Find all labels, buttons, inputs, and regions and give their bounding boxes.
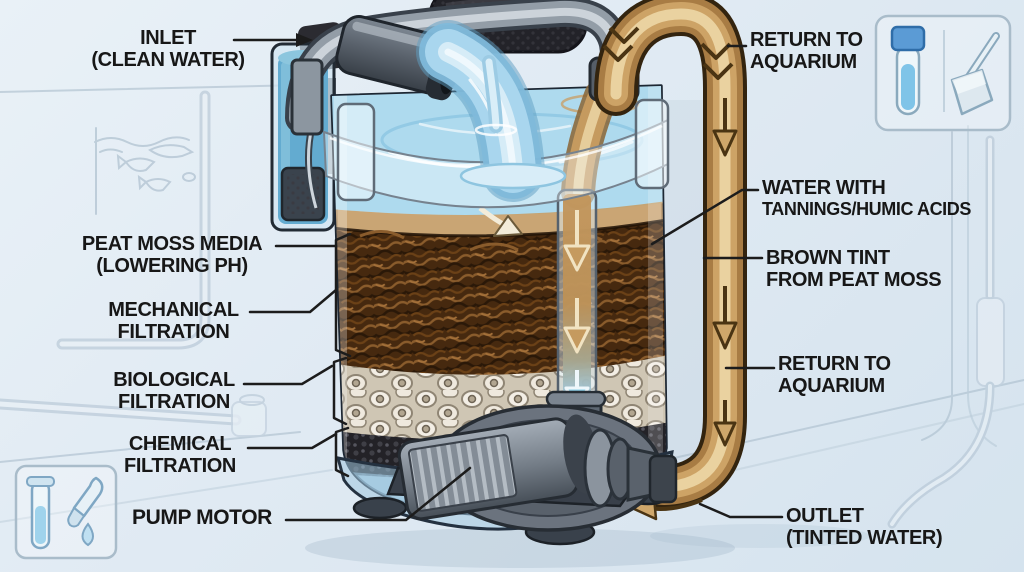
label-chemical: CHEMICAL FILTRATION <box>124 433 236 477</box>
leader-outlet <box>698 502 784 519</box>
fish-icon <box>94 127 196 215</box>
leader-water-tannins <box>650 188 760 246</box>
pouring-water-stream <box>416 20 567 202</box>
bracket-biological <box>332 356 348 426</box>
peat-moss-layer <box>332 212 666 376</box>
bracket-peat-mechanical <box>334 232 352 358</box>
label-biological: BIOLOGICAL FILTRATION <box>113 369 235 413</box>
bracket-chemical <box>334 426 350 478</box>
tinted-water-band <box>332 196 666 238</box>
leader-chemical <box>246 432 338 450</box>
test-kit-panel-top <box>874 14 1012 132</box>
tube-shadow <box>650 524 870 548</box>
floor-shadow <box>305 528 735 568</box>
leader-inlet <box>232 33 313 47</box>
background-pipes-left <box>0 90 267 437</box>
dropper-icon <box>67 476 104 528</box>
canister-collar <box>304 98 670 209</box>
leader-biological <box>242 364 334 386</box>
background-tube-right <box>887 125 1005 529</box>
intake-grate <box>280 166 326 222</box>
test-tube-capped-icon <box>890 25 926 116</box>
scoop-icon <box>950 32 1000 116</box>
background-sketch <box>0 84 1024 529</box>
label-outlet: OUTLET (TINTED WATER) <box>786 505 943 549</box>
leader-pump <box>284 466 472 522</box>
label-return-top: RETURN TO AQUARIUM <box>750 29 863 73</box>
label-mechanical: MECHANICAL FILTRATION <box>108 299 239 343</box>
leader-mechanical <box>248 288 338 314</box>
leader-lines <box>232 33 784 522</box>
right-arrow-icon <box>296 33 313 47</box>
label-water-tannins: WATER WITH TANNINGS/HUMIC ACIDS <box>762 177 971 219</box>
label-inlet: INLET (CLEAN WATER) <box>91 27 245 71</box>
label-return-mid: RETURN TO AQUARIUM <box>778 353 891 397</box>
label-peat-moss: PEAT MOSS MEDIA (LOWERING PH) <box>81 233 263 277</box>
test-tube-icon <box>26 476 55 550</box>
lid-rim <box>285 0 635 136</box>
test-kit-panel-bottom <box>14 464 118 560</box>
label-pump-motor: PUMP MOTOR <box>132 506 272 529</box>
label-brown-tint: BROWN TINT FROM PEAT MOSS <box>766 247 942 291</box>
water-drop-icon <box>81 522 94 547</box>
pump-motor-assembly <box>386 390 678 532</box>
